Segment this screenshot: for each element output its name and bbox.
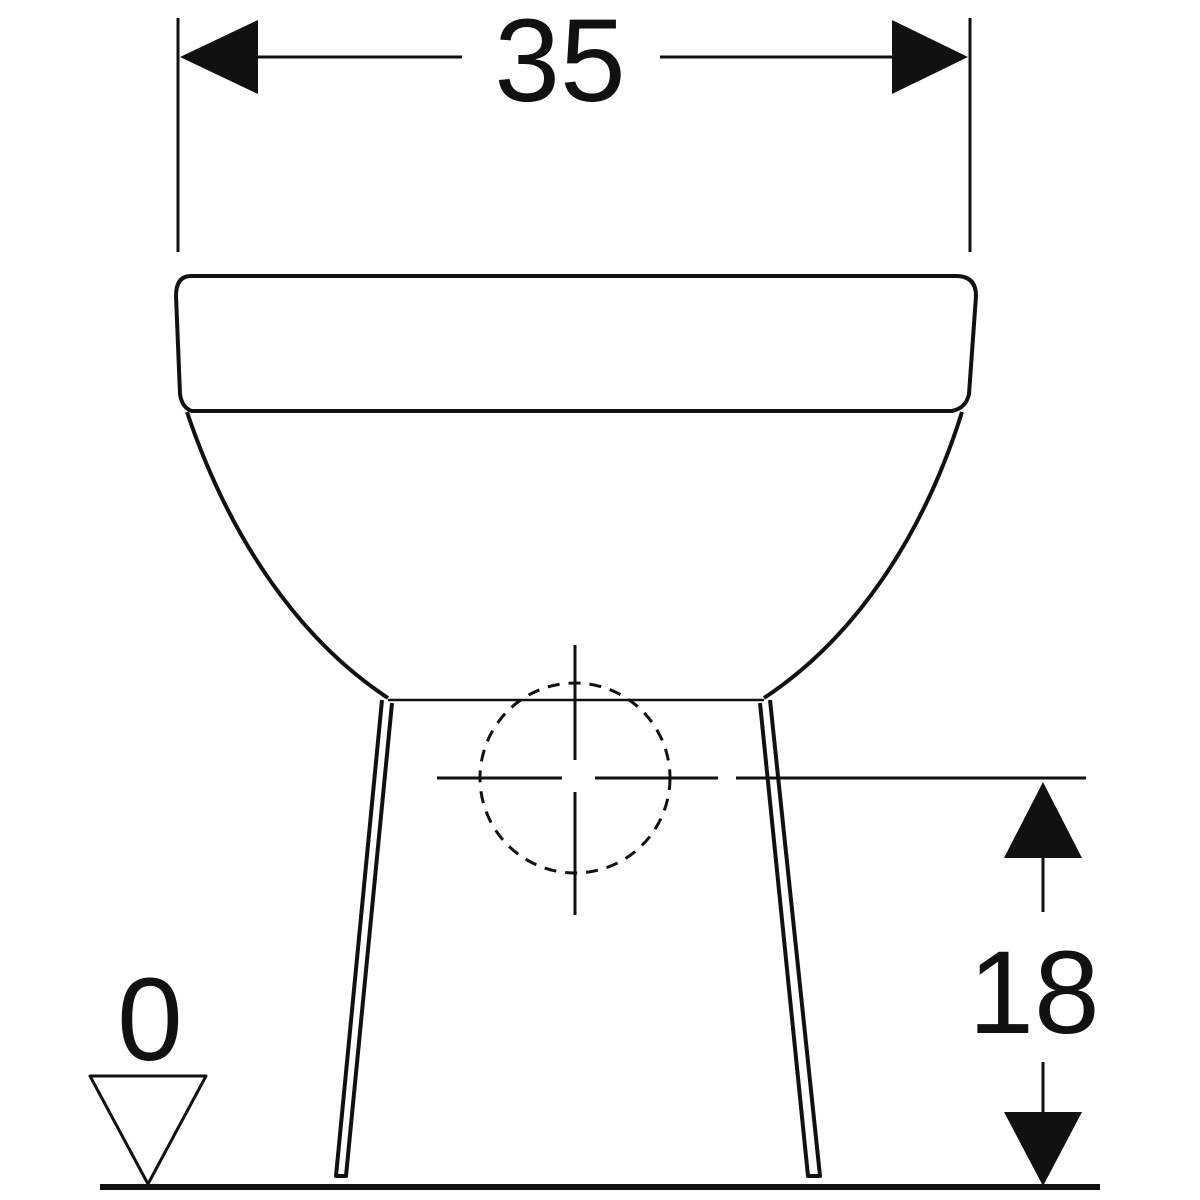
floor-level-marker: 0 [88, 954, 208, 1186]
toilet-rim [174, 274, 978, 413]
outlet-symbol [437, 645, 1086, 915]
floor-level-triangle-icon [88, 1074, 208, 1186]
width-arrow-left-icon [180, 20, 258, 94]
rim-outline [174, 274, 978, 413]
width-label: 35 [494, 0, 625, 127]
floor-level-label: 0 [117, 954, 183, 1086]
height-arrow-up-icon [1004, 782, 1082, 858]
floor-line [100, 1184, 1100, 1190]
pedestal-side-left [334, 699, 394, 1178]
toilet-pedestal [334, 699, 822, 1178]
width-arrow-right-icon [892, 20, 968, 94]
outlet-height-label: 18 [968, 927, 1099, 1059]
outlet-height-dimension: 18 [968, 782, 1100, 1186]
bowl-side-right [762, 411, 964, 700]
bowl-side-left [185, 411, 390, 700]
height-arrow-down-icon [1004, 1112, 1082, 1186]
width-dimension: 35 [176, 0, 972, 252]
pedestal-side-right [758, 699, 822, 1178]
